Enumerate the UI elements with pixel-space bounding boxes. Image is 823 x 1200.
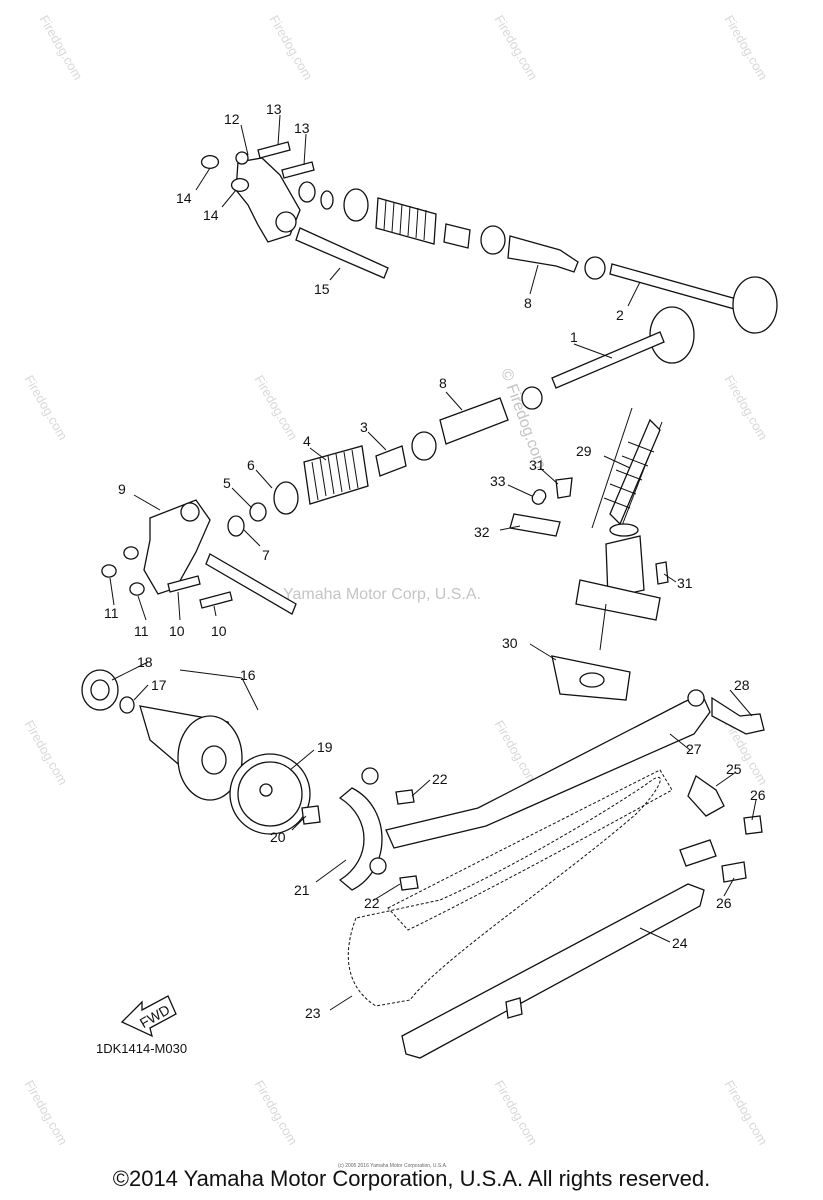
callout-label: 10 [211,623,227,639]
callout-label: 13 [294,120,310,136]
callout-label: 13 [266,101,282,117]
callout-labels: 1 2 3 4 5 6 7 8 8 9 10 10 11 11 12 13 13… [104,101,766,1021]
chain-guide-lower [401,883,705,1059]
callout-label: 26 [750,787,766,803]
callout-label: 31 [529,457,545,473]
callout-label: 22 [432,771,448,787]
forward-arrow: FWD [120,995,177,1038]
callout-label: 25 [726,761,742,777]
callout-label: 26 [716,895,732,911]
callout-label: 32 [474,524,490,540]
callout-label: 31 [677,575,693,591]
camshaft-assembly [81,669,321,835]
chain-tensioner [509,407,669,701]
callout-label: 4 [303,433,311,449]
upper-valve-train [298,181,778,334]
chain-guide-upper [385,689,765,883]
callout-label: 10 [169,623,185,639]
tiny-credit-text: (c) 2005 2016 Yamaha Motor Corporation, … [338,1163,448,1169]
callout-label: 19 [317,739,333,755]
leader-lines [109,114,757,1011]
callout-label: 11 [104,605,119,621]
callout-label: 17 [151,677,167,693]
callout-label: 22 [364,895,380,911]
lower-rocker-assembly [101,499,297,615]
upper-rocker-assembly [200,141,389,279]
callout-label: 12 [224,111,240,127]
callout-label: 14 [203,207,219,223]
copyright-notice: ©2014 Yamaha Motor Corporation, U.S.A. A… [112,1166,711,1191]
callout-label: 8 [524,295,532,311]
callout-label: 9 [118,481,126,497]
callout-label: 28 [734,677,750,693]
callout-label: 15 [314,281,330,297]
cam-plate [338,767,419,891]
callout-label: 14 [176,190,192,206]
callout-label: 11 [134,623,149,639]
callout-label: 29 [576,443,592,459]
callout-label: 30 [502,635,518,651]
callout-label: 7 [262,547,270,563]
timing-chain [347,769,673,1007]
callout-label: 24 [672,935,688,951]
callout-label: 33 [490,473,506,489]
callout-label: 5 [223,475,231,491]
callout-label: 1 [570,329,578,345]
lower-valve-train [227,306,695,537]
callout-label: 3 [360,419,368,435]
callout-label: 27 [686,741,702,757]
callout-label: 2 [616,307,624,323]
callout-label: 18 [137,654,153,670]
callout-label: 21 [294,882,310,898]
figure-code: 1DK1414-M030 [96,1041,188,1056]
callout-label: 23 [305,1005,321,1021]
watermark-center-text: Yamaha Motor Corp, U.S.A. [283,586,481,603]
callout-label: 6 [247,457,255,473]
callout-label: 8 [439,375,447,391]
callout-label: 20 [270,829,286,845]
callout-label: 16 [240,667,256,683]
